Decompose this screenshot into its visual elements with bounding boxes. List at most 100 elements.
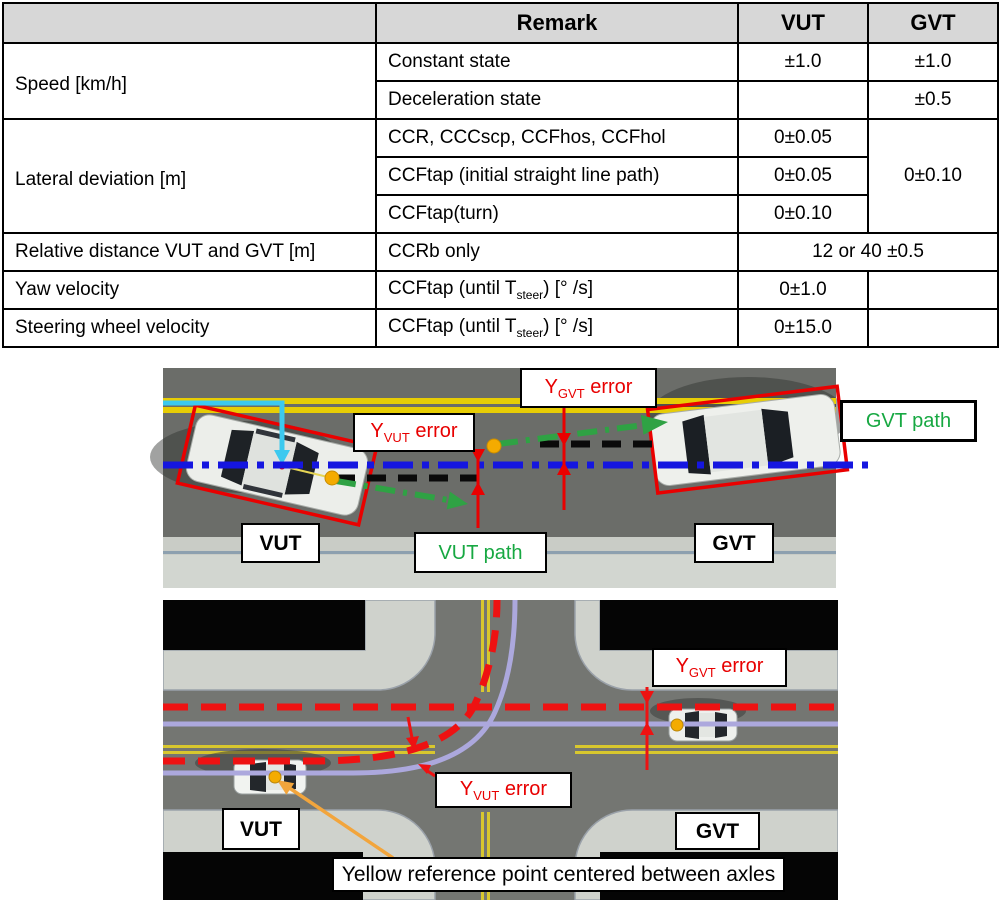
header-gvt-cell: GVT [867, 2, 999, 44]
table-row: CCFtap (initial straight line path) 0±0.… [3, 156, 998, 196]
steering-gvt-cell [867, 308, 999, 348]
header-remark-cell: Remark [375, 2, 739, 44]
vut-label-box: VUT [241, 523, 320, 563]
ccftap-init-vut-cell: 0±0.05 [737, 156, 869, 196]
tolerance-table: Remark VUT GVT Speed [km/h] Constant sta… [2, 2, 999, 348]
table-row: Yaw velocity CCFtap (until Tsteer) [° /s… [2, 270, 999, 310]
decel-state-cell: Deceleration state [375, 80, 739, 120]
cyan-measure-line [163, 400, 285, 451]
reldist-remark-cell: CCRb only [375, 232, 739, 272]
table-row: Deceleration state ±0.5 [3, 80, 999, 120]
yellow-line [163, 407, 836, 413]
yvut-error-label: YVUT error [370, 421, 457, 444]
header-vut-cell: VUT [737, 2, 869, 44]
yaw-remark-post: ) [° /s] [543, 278, 593, 300]
yellow-line [163, 398, 836, 404]
steering-label-cell: Steering wheel velocity [2, 308, 377, 348]
cyan-arrowhead [274, 450, 290, 465]
constant-gvt-cell: ±1.0 [867, 42, 999, 82]
vut-windshield [250, 762, 266, 792]
vut-path-label: VUT path [438, 541, 523, 564]
ygvt-error-arrow-up [640, 722, 654, 735]
ygvt2-sub: GVT [688, 665, 716, 680]
ccftap-init-remark-cell: CCFtap (initial straight line path) [375, 156, 739, 196]
steering-remark-pre: CCFtap (until T [388, 316, 517, 338]
yellow-line [575, 751, 838, 754]
yaw-remark-pre: CCFtap (until T [388, 278, 517, 300]
vut-label: VUT [259, 531, 302, 555]
decel-vut-cell [737, 80, 869, 120]
constant-vut-cell: ±1.0 [737, 42, 869, 82]
yvut2-sub: VUT [473, 787, 500, 803]
vut-path-arrowhead [446, 491, 468, 510]
yvut-error-label-2: YVUT error [460, 779, 547, 802]
yvut-error-arrow [406, 736, 419, 750]
building-block [163, 852, 363, 900]
vut-reference-dot [324, 470, 340, 486]
table-row: Relative distance VUT and GVT [m] CCRb o… [2, 232, 999, 272]
sidewalk-top-left [163, 600, 436, 691]
intersection-illustration [163, 600, 838, 900]
diagram-straight-road: YGVT error YVUT error VUT GVT VUT path G… [0, 365, 999, 600]
ygvt-error-label: YGVT error [545, 377, 633, 400]
reference-pointer-line [284, 783, 394, 860]
steering-remark-sub: steer [516, 325, 544, 340]
ygvt2-post: error [715, 655, 764, 677]
table-row: Lateral deviation [m] CCR, CCCscp, CCFho… [2, 118, 999, 234]
yellow-line [575, 745, 838, 748]
ygvt-error-post: error [584, 375, 633, 398]
ygvt-error-sub: GVT [557, 385, 585, 401]
yaw-vut-cell: 0±1.0 [737, 270, 869, 310]
ygvt-error-label-2: YGVT error [676, 656, 764, 679]
table-row: CCFtap(turn) 0±0.10 [3, 194, 998, 234]
steering-remark-cell: CCFtap (until Tsteer) [° /s] [375, 308, 739, 348]
ygvt-error-arrow-down [557, 433, 571, 446]
gvt-path-line [497, 422, 645, 447]
header-blank-cell [2, 2, 377, 44]
lateral-label-cell: Lateral deviation [m] [2, 118, 377, 234]
decel-gvt-cell: ±0.5 [867, 80, 999, 120]
reference-pointer-arrowhead [277, 780, 295, 795]
vut-label-box-2: VUT [222, 808, 300, 850]
diagram-intersection: YGVT error YVUT error VUT GVT Yellow ref… [163, 600, 838, 900]
building-block [163, 600, 365, 650]
ygvt-error-label-box-2: YGVT error [652, 648, 787, 687]
reldist-value-cell: 12 or 40 ±0.5 [737, 232, 999, 272]
ygvt-error-pre: Y [544, 375, 558, 398]
yaw-label-cell: Yaw velocity [2, 270, 377, 310]
yvut-error-label-box: YVUT error [353, 413, 475, 452]
yellow-line [487, 812, 490, 900]
building-block [600, 600, 838, 650]
yaw-gvt-cell [867, 270, 999, 310]
table-header-row: Remark VUT GVT [2, 2, 999, 44]
ygvt-error-arrow-up [557, 462, 571, 475]
yvut-error-arrow-down [471, 449, 485, 462]
vut-label-2: VUT [240, 817, 282, 841]
yvut2-pre: Y [459, 777, 474, 800]
gvt-label-box: GVT [694, 523, 774, 563]
vut-path-line [335, 478, 449, 503]
gvt-reference-dot [670, 718, 684, 732]
yellow-line [481, 812, 484, 900]
ccftap-turn-vut-cell: 0±0.10 [737, 194, 869, 234]
gvt-rear-window [682, 414, 711, 475]
vut-planned-path-purple [163, 600, 518, 776]
vut-reference-dot [268, 770, 282, 784]
gvt-path-arrowhead [640, 415, 668, 435]
vut-side-window [242, 484, 283, 498]
speed-label-cell: Speed [km/h] [2, 42, 377, 120]
ccftap-turn-remark-cell: CCFtap(turn) [375, 194, 739, 234]
vut-reference-path-red [163, 600, 501, 765]
gvt-label-box-2: GVT [675, 812, 760, 850]
ccr-vut-cell: 0±0.05 [737, 118, 869, 158]
lateral-gvt-cell: 0±0.10 [867, 118, 999, 234]
yellow-line [163, 745, 435, 748]
ygvt-error-label-box: YGVT error [520, 368, 657, 408]
yvut-error-arrow-up [471, 482, 485, 495]
constant-state-cell: Constant state [375, 42, 739, 82]
yellow-line [481, 600, 484, 692]
ygvt-error-arrow-down [640, 691, 654, 704]
vut-path-label-box: VUT path [414, 532, 547, 573]
yellow-line [487, 600, 490, 692]
